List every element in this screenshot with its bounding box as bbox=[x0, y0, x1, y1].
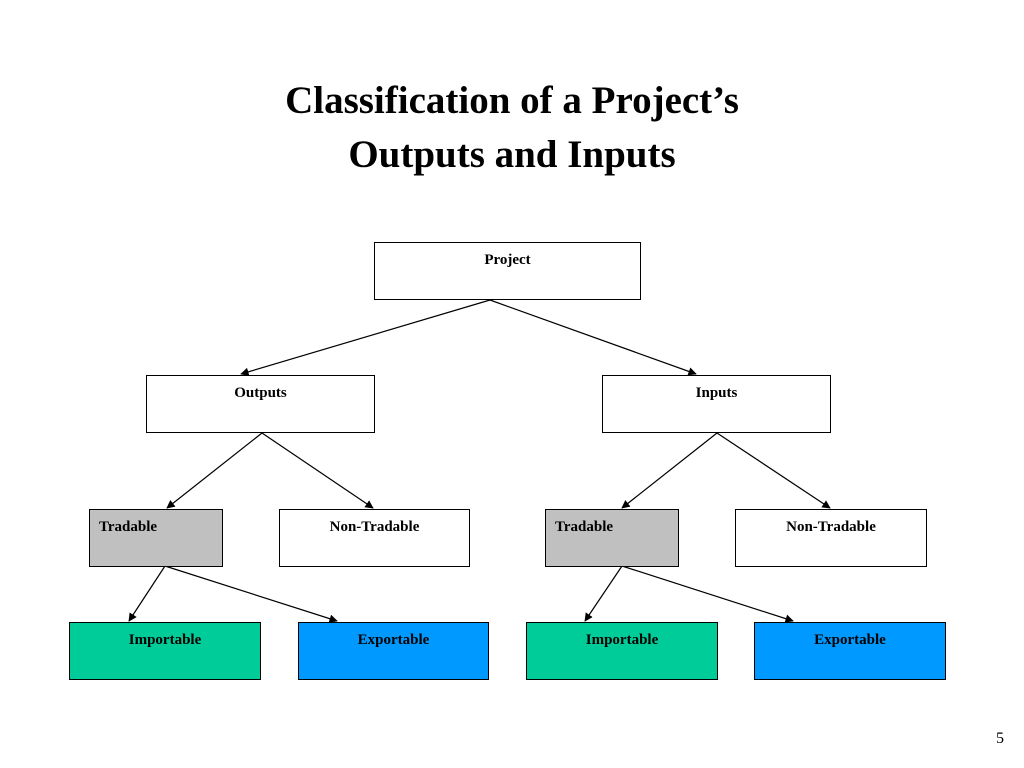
node-outputs-non-tradable: Non-Tradable bbox=[279, 509, 470, 567]
node-outputs: Outputs bbox=[146, 375, 375, 433]
node-inputs-non-tradable: Non-Tradable bbox=[735, 509, 927, 567]
slide-title: Classification of a Project’s Outputs an… bbox=[0, 74, 1024, 182]
arrow-outputs-tradable-to-exportable bbox=[164, 565, 338, 623]
node-inputs-importable: Importable bbox=[526, 622, 718, 680]
arrow-inputs-to-non-tradable bbox=[716, 432, 831, 509]
arrow-inputs-to-tradable bbox=[621, 432, 718, 509]
arrow-project-to-inputs bbox=[489, 299, 697, 376]
arrow-outputs-to-tradable bbox=[166, 432, 263, 509]
node-outputs-tradable: Tradable bbox=[89, 509, 223, 567]
arrow-inputs-tradable-to-exportable bbox=[621, 565, 794, 623]
slide-title-line-2: Outputs and Inputs bbox=[348, 133, 676, 176]
arrow-inputs-tradable-to-importable bbox=[584, 565, 623, 622]
slide-title-line-1: Classification of a Project’s bbox=[285, 79, 739, 122]
node-inputs: Inputs bbox=[602, 375, 831, 433]
node-inputs-tradable: Tradable bbox=[545, 509, 679, 567]
arrow-outputs-to-non-tradable bbox=[261, 432, 374, 509]
arrow-project-to-outputs bbox=[240, 299, 491, 376]
node-inputs-exportable: Exportable bbox=[754, 622, 946, 680]
page-number: 5 bbox=[996, 730, 1004, 747]
arrow-outputs-tradable-to-importable bbox=[128, 565, 166, 622]
node-project: Project bbox=[374, 242, 641, 300]
node-outputs-exportable: Exportable bbox=[298, 622, 489, 680]
node-outputs-importable: Importable bbox=[69, 622, 261, 680]
